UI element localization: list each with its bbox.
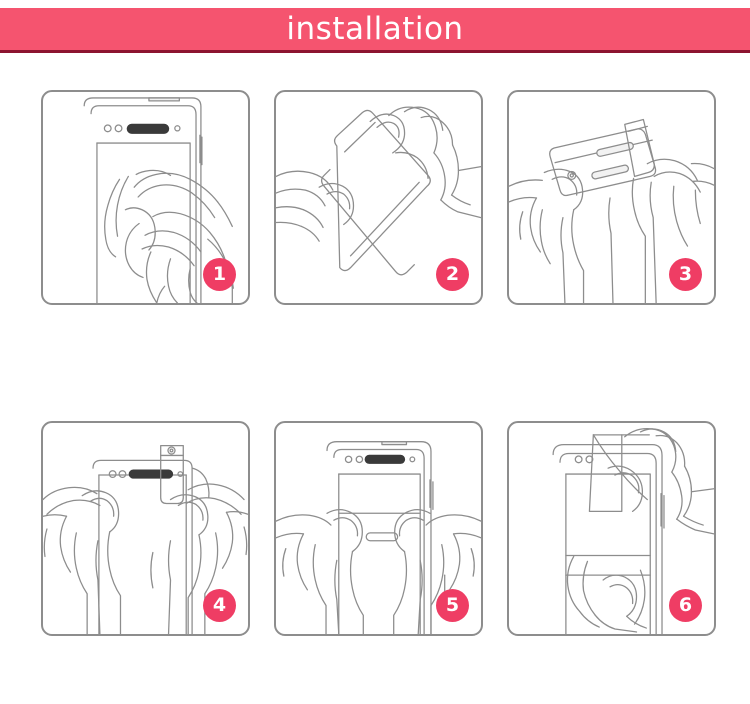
remove-top-layer-illustration bbox=[552, 427, 714, 634]
step-panel-4: 4 bbox=[41, 421, 250, 636]
step-panel-2: 2 bbox=[274, 90, 483, 305]
smooth-with-thumbs-illustration bbox=[276, 441, 481, 634]
step-badge-3: 3 bbox=[669, 258, 702, 291]
phone-wipe-cloth-illustration bbox=[83, 97, 234, 303]
step-panel-6: 6 bbox=[507, 421, 716, 636]
page-title: installation bbox=[286, 11, 464, 47]
step-badge-1: 1 bbox=[203, 258, 236, 291]
step-badge-2: 2 bbox=[436, 258, 469, 291]
step-panel-3: 3 bbox=[507, 90, 716, 305]
step-badge-4: 4 bbox=[203, 589, 236, 622]
align-protector-top-illustration bbox=[509, 118, 714, 303]
page-header-band: installation bbox=[0, 8, 750, 50]
position-protector-illustration bbox=[43, 444, 248, 634]
step-badge-5: 5 bbox=[436, 589, 469, 622]
header-underline bbox=[0, 50, 750, 53]
peel-film-tab-illustration bbox=[276, 106, 481, 276]
step-panel-5: 5 bbox=[274, 421, 483, 636]
installation-steps-grid: 1 bbox=[41, 90, 716, 636]
step-badge-6: 6 bbox=[669, 589, 702, 622]
step-panel-1: 1 bbox=[41, 90, 250, 305]
